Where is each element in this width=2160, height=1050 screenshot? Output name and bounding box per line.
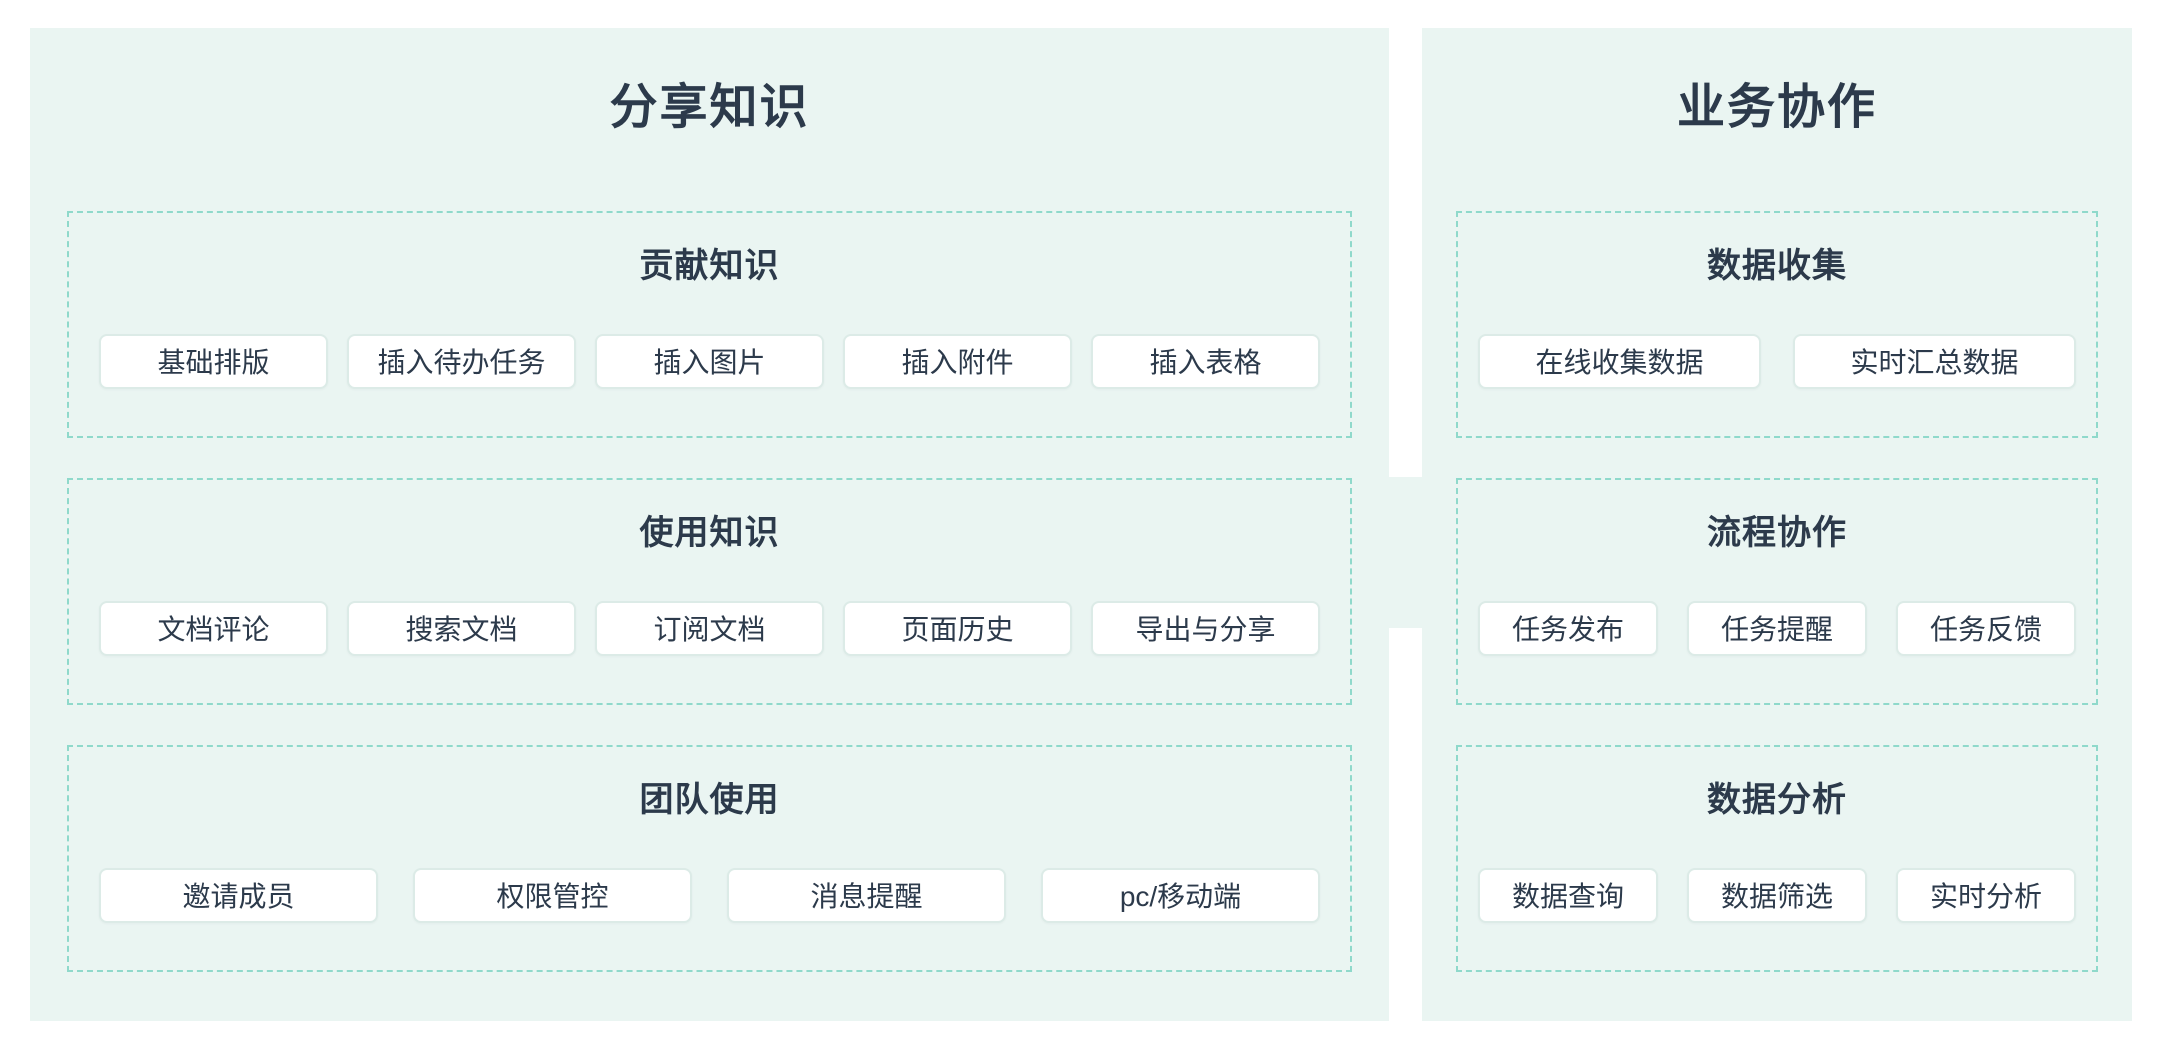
- panel-business-collaboration: 业务协作 数据收集 在线收集数据 实时汇总数据 流程协作 任务发布 任务提醒 任…: [1422, 28, 2132, 1021]
- feature-button[interactable]: 页面历史: [843, 600, 1072, 656]
- section-data-analysis: 数据分析 数据查询 数据筛选 实时分析: [1456, 744, 2098, 972]
- panel-share-knowledge: 分享知识 贡献知识 基础排版 插入待办任务 插入图片 插入附件 插入表格 使用知…: [30, 28, 1389, 1021]
- section-use-knowledge: 使用知识 文档评论 搜索文档 订阅文档 页面历史 导出与分享: [67, 477, 1352, 705]
- feature-button[interactable]: 权限管控: [413, 867, 692, 923]
- section-title: 团队使用: [639, 780, 780, 819]
- feature-button[interactable]: 实时汇总数据: [1793, 333, 2076, 389]
- feature-button[interactable]: 基础排版: [99, 333, 328, 389]
- feature-button[interactable]: 任务提醒: [1687, 600, 1867, 656]
- feature-button[interactable]: 订阅文档: [595, 600, 824, 656]
- section-process-collaboration: 流程协作 任务发布 任务提醒 任务反馈: [1456, 477, 2098, 705]
- feature-button[interactable]: 搜索文档: [347, 600, 576, 656]
- feature-button[interactable]: 在线收集数据: [1478, 333, 1761, 389]
- feature-button-row: 文档评论 搜索文档 订阅文档 页面历史 导出与分享: [69, 600, 1350, 656]
- panel-title: 分享知识: [609, 81, 810, 134]
- feature-button[interactable]: 消息提醒: [727, 867, 1006, 923]
- feature-button[interactable]: 插入图片: [595, 333, 824, 389]
- section-title: 数据分析: [1707, 780, 1847, 819]
- section-data-collection: 数据收集 在线收集数据 实时汇总数据: [1456, 210, 2098, 438]
- section-team-use: 团队使用 邀请成员 权限管控 消息提醒 pc/移动端: [67, 744, 1352, 972]
- feature-button-row: 在线收集数据 实时汇总数据: [1458, 333, 2096, 389]
- feature-button[interactable]: 文档评论: [99, 600, 328, 656]
- feature-button[interactable]: 插入表格: [1091, 333, 1320, 389]
- feature-button-row: 基础排版 插入待办任务 插入图片 插入附件 插入表格: [69, 333, 1350, 389]
- panel-title: 业务协作: [1676, 81, 1877, 134]
- section-title: 使用知识: [639, 513, 780, 552]
- panel-connector: [1388, 477, 1423, 628]
- section-contribute-knowledge: 贡献知识 基础排版 插入待办任务 插入图片 插入附件 插入表格: [67, 210, 1352, 438]
- feature-button[interactable]: 导出与分享: [1091, 600, 1320, 656]
- section-title: 贡献知识: [639, 246, 780, 285]
- feature-button[interactable]: 邀请成员: [99, 867, 378, 923]
- section-title: 流程协作: [1707, 513, 1847, 552]
- feature-button[interactable]: 插入附件: [843, 333, 1072, 389]
- feature-button[interactable]: 数据筛选: [1687, 867, 1867, 923]
- feature-button-row: 任务发布 任务提醒 任务反馈: [1458, 600, 2096, 656]
- feature-button[interactable]: pc/移动端: [1041, 867, 1320, 923]
- feature-button[interactable]: 插入待办任务: [347, 333, 576, 389]
- feature-button-row: 邀请成员 权限管控 消息提醒 pc/移动端: [69, 867, 1350, 923]
- section-title: 数据收集: [1707, 246, 1847, 285]
- feature-button-row: 数据查询 数据筛选 实时分析: [1458, 867, 2096, 923]
- feature-button[interactable]: 任务反馈: [1896, 600, 2076, 656]
- feature-button[interactable]: 实时分析: [1896, 867, 2076, 923]
- feature-button[interactable]: 数据查询: [1478, 867, 1658, 923]
- feature-button[interactable]: 任务发布: [1478, 600, 1658, 656]
